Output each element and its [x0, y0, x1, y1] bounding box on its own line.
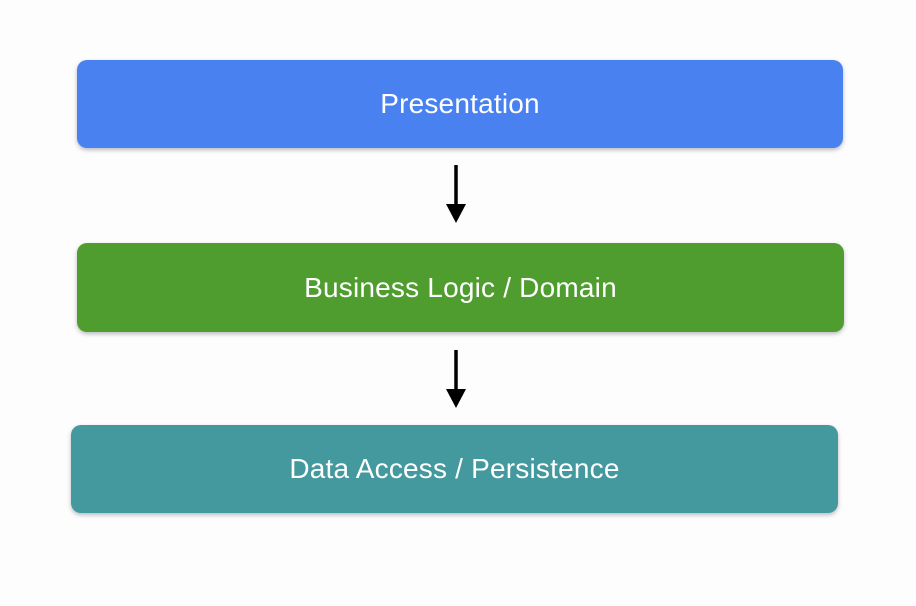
down-arrow-icon	[443, 350, 469, 408]
layer-box-presentation[interactable]: Presentation	[77, 60, 843, 148]
layer-label-business-logic: Business Logic / Domain	[304, 271, 617, 303]
layer-box-business-logic[interactable]: Business Logic / Domain	[77, 243, 844, 332]
layer-label-presentation: Presentation	[380, 88, 540, 119]
down-arrow-icon	[443, 165, 469, 223]
layer-box-data-access[interactable]: Data Access / Persistence	[71, 425, 838, 513]
layer-label-data-access: Data Access / Persistence	[289, 453, 620, 484]
